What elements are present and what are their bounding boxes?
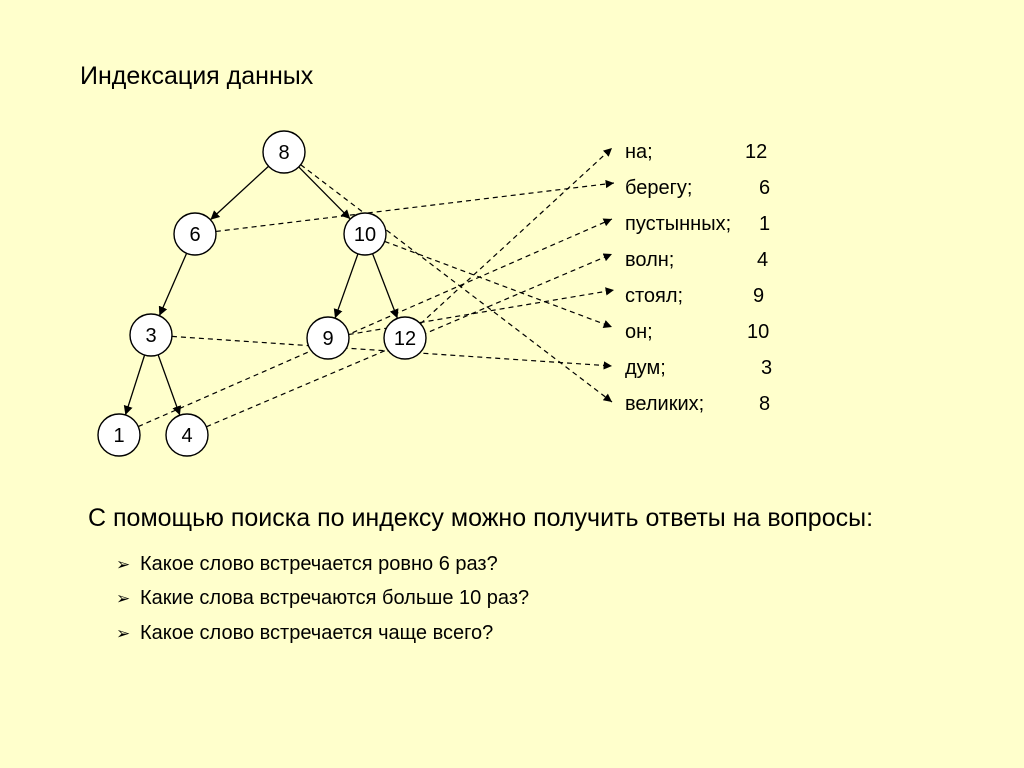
index-count: 1 bbox=[759, 213, 771, 235]
index-count: 9 bbox=[753, 285, 765, 307]
tree-node: 6 bbox=[173, 212, 217, 256]
tree-edge bbox=[158, 252, 188, 317]
tree-node-circle bbox=[173, 212, 217, 256]
tree-node: 12 bbox=[383, 316, 427, 360]
tree-node-circle bbox=[165, 413, 209, 457]
question-text: Какое слово встречается ровно 6 раз? bbox=[140, 553, 498, 575]
tree-node-circle bbox=[129, 313, 173, 357]
index-count: 10 bbox=[747, 321, 770, 343]
index-word: он; bbox=[625, 321, 653, 343]
arrow-bullet-icon: ➢ bbox=[116, 555, 131, 574]
index-word: великих; bbox=[625, 393, 705, 415]
tree-node: 4 bbox=[165, 413, 209, 457]
pointer-link bbox=[215, 179, 615, 233]
tree-edge bbox=[333, 253, 359, 319]
tree-node-circle bbox=[343, 212, 387, 256]
tree-node-label: 4 bbox=[181, 425, 192, 447]
pointer-link bbox=[420, 147, 613, 325]
tree-edge bbox=[371, 253, 399, 319]
tree-node-label: 6 bbox=[189, 224, 200, 246]
tree-node-label: 9 bbox=[322, 328, 333, 350]
question-item: ➢ Какое слово встречается ровно 6 раз? bbox=[116, 553, 498, 576]
tree-edge bbox=[123, 354, 146, 416]
tree-node: 8 bbox=[262, 130, 306, 174]
index-word: волн; bbox=[625, 249, 675, 271]
tree-node: 3 bbox=[129, 313, 173, 357]
index-count: 12 bbox=[745, 141, 768, 163]
question-text: Какое слово встречается чаще всего? bbox=[140, 622, 494, 644]
tree-node-label: 3 bbox=[145, 325, 156, 347]
index-count: 4 bbox=[757, 249, 769, 271]
tree-node-label: 1 bbox=[113, 425, 124, 447]
tree-edge bbox=[210, 165, 269, 221]
index-count: 3 bbox=[761, 357, 773, 379]
question-item: ➢ Какое слово встречается чаще всего? bbox=[116, 622, 493, 645]
tree-edge bbox=[298, 166, 351, 220]
pointer-link bbox=[384, 240, 613, 328]
index-word: берегу; bbox=[625, 177, 693, 199]
index-count: 6 bbox=[759, 177, 771, 199]
index-word: на; bbox=[625, 141, 653, 163]
tree-node: 1 bbox=[97, 413, 141, 457]
tree-node-circle bbox=[383, 316, 427, 360]
tree-edge bbox=[157, 354, 182, 416]
question-text: Какие слова встречаются больше 10 раз? bbox=[140, 587, 530, 609]
question-item: ➢ Какие слова встречаются больше 10 раз? bbox=[116, 587, 529, 610]
index-word: пустынных; bbox=[625, 213, 732, 235]
index-count: 8 bbox=[759, 393, 771, 415]
tree-node: 10 bbox=[343, 212, 387, 256]
arrow-bullet-icon: ➢ bbox=[116, 624, 131, 643]
questions-intro: С помощью поиска по индексу можно получи… bbox=[88, 504, 874, 532]
tree-node: 9 bbox=[306, 316, 350, 360]
tree-node-circle bbox=[97, 413, 141, 457]
index-word: дум; bbox=[625, 357, 666, 379]
tree-node-circle bbox=[262, 130, 306, 174]
arrow-bullet-icon: ➢ bbox=[116, 589, 131, 608]
tree-node-label: 8 bbox=[278, 142, 289, 164]
slide-title: Индексация данных bbox=[80, 62, 314, 90]
index-word: стоял; bbox=[625, 285, 684, 307]
tree-node-label: 12 bbox=[394, 328, 416, 350]
tree-node-label: 10 bbox=[354, 224, 376, 246]
tree-node-circle bbox=[306, 316, 350, 360]
